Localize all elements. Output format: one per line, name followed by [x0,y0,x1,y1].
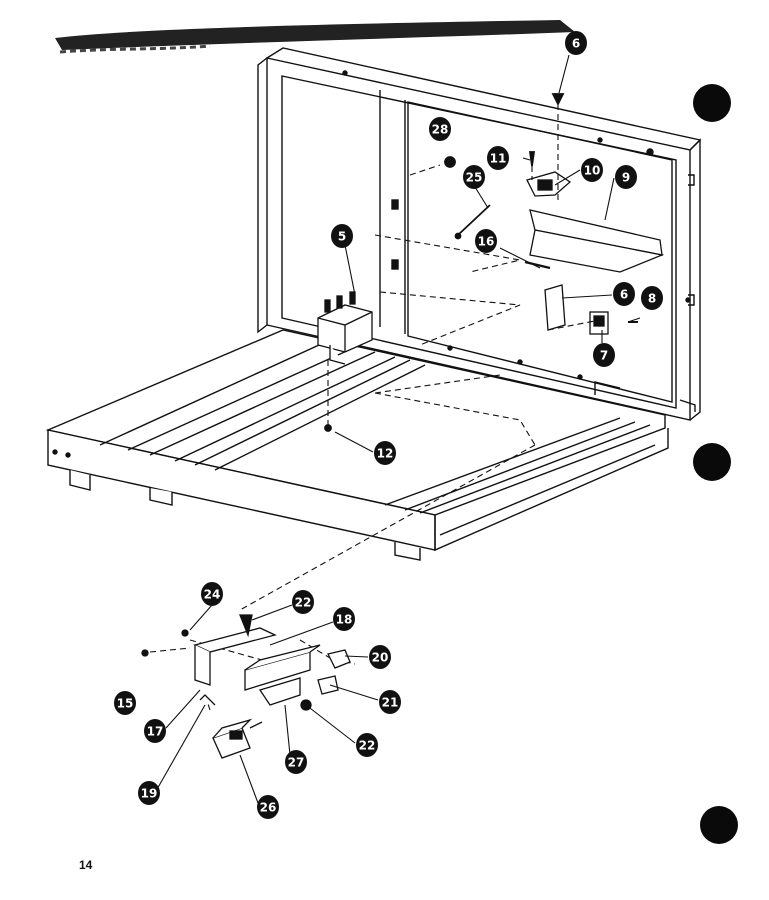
callout-label: 17 [147,725,164,739]
callout-label: 28 [432,123,449,137]
callout-label: 9 [622,171,630,185]
switch-bracket-part [544,284,638,335]
callout-label: 5 [338,230,346,244]
callout-7: 7 [593,343,615,367]
callout-label: 27 [288,756,305,770]
callout-6-bracket: 6 [613,282,635,306]
callout-label: 10 [584,164,601,178]
callout-5: 5 [331,224,353,248]
callout-label: 21 [382,696,399,710]
callout-label: 25 [466,171,483,185]
callout-19: 19 [138,781,160,805]
base-tray [45,329,669,561]
callout-label: 18 [336,613,353,627]
callout-15: 15 [114,691,136,715]
callout-6-top: 6 [565,31,587,55]
callout-label: 19 [141,787,158,801]
callout-label: 11 [490,152,507,166]
callout-22-bottom: 22 [356,733,378,757]
callout-label: 24 [204,588,221,602]
page-number: 14 [79,858,93,872]
callout-11: 11 [487,146,509,170]
callout-label: 16 [478,235,495,249]
callout-25: 25 [463,165,485,189]
callout-22-top: 22 [292,590,314,614]
hole-punch [693,443,731,481]
transformer-part [317,291,373,365]
callout-27: 27 [285,750,307,774]
callout-label: 22 [295,596,312,610]
callout-label: 15 [117,697,134,711]
callout-18: 18 [333,607,355,631]
callout-16-top: 16 [475,229,497,253]
callout-label: 12 [377,447,394,461]
hole-punch [693,84,731,122]
callout-8: 8 [641,286,663,310]
callout-10: 10 [581,158,603,182]
hole-punch [700,806,738,844]
callout-24: 24 [201,582,223,606]
callout-label: 22 [359,739,376,753]
callout-21: 21 [379,690,401,714]
callout-label: 20 [372,651,389,665]
callout-label: 6 [620,288,628,302]
callout-label: 8 [648,292,656,306]
callout-leaders [155,54,641,804]
bracket-plate-part [526,171,665,273]
callout-label: 26 [260,801,277,815]
callout-26: 26 [257,795,279,819]
callout-12: 12 [374,441,396,465]
callout-17: 17 [144,719,166,743]
callout-9: 9 [615,165,637,189]
switch-subassembly-part [141,614,351,759]
callout-label: 6 [572,37,580,51]
callout-label: 7 [600,349,608,363]
callout-28: 28 [429,117,451,141]
callout-20: 20 [369,645,391,669]
scan-smudge [55,20,575,54]
